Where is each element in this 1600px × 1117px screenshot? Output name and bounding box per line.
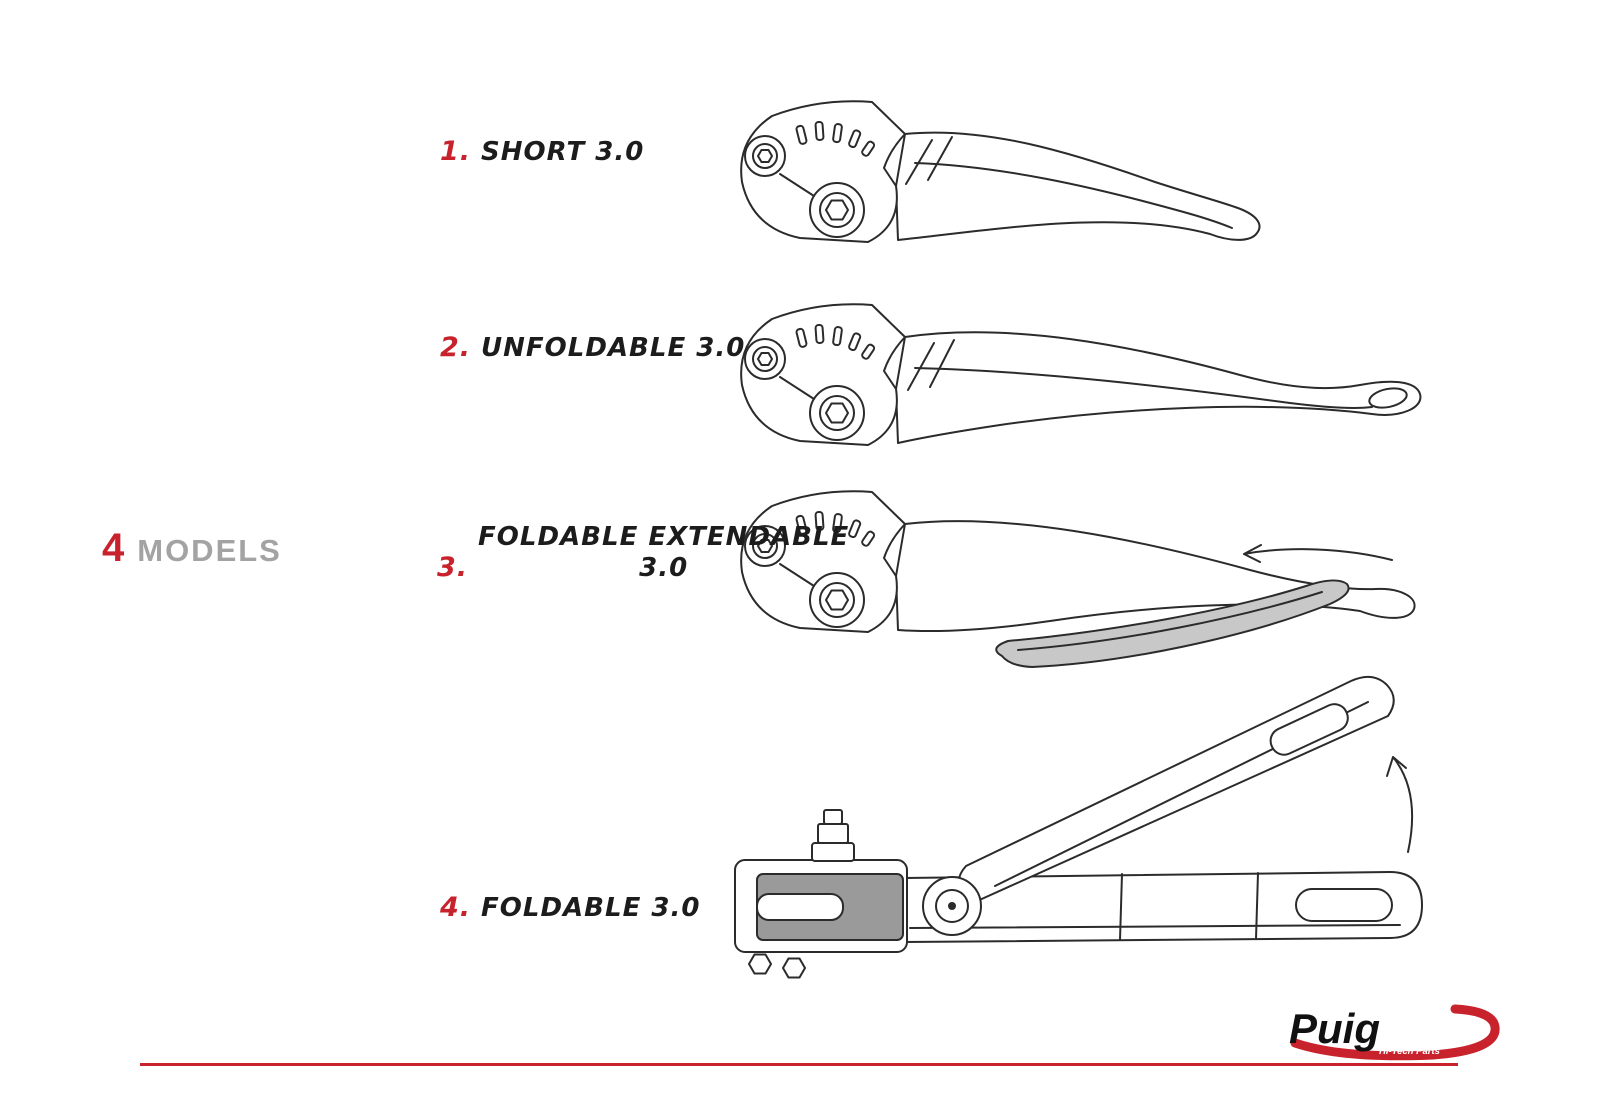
label-number: 4. (440, 892, 472, 923)
models-count: 4 (102, 526, 125, 570)
models-heading: 4 MODELS (102, 526, 282, 571)
clamp-slot (756, 893, 844, 921)
lever-arm (904, 871, 1423, 943)
arm-slot (1295, 888, 1393, 922)
blade-tip-roll (1368, 387, 1408, 409)
lever-foldable-extendable-drawing (740, 490, 1416, 668)
label-text: FOLDABLE 3.0 (481, 893, 701, 923)
extension-piece (995, 579, 1350, 668)
label-short: 1. SHORT 3.0 (440, 136, 644, 167)
label-text-line2: 3.0 (639, 553, 689, 583)
brand-name: Puig (1289, 1005, 1380, 1052)
lever-short-drawing (740, 100, 1261, 243)
label-number: 2. (440, 332, 472, 363)
footer-rule (140, 1063, 1458, 1066)
label-number: 1. (440, 136, 472, 167)
extend-arrow-icon (1243, 544, 1393, 563)
models-word: MODELS (137, 533, 282, 568)
label-foldable: 4. FOLDABLE 3.0 (440, 892, 700, 923)
puig-logo: Puig Hi-Tech Parts (1289, 1004, 1500, 1061)
logo-swoosh (1290, 1004, 1500, 1061)
label-text: UNFOLDABLE 3.0 (481, 333, 746, 363)
hex-bolt-icon (782, 957, 806, 979)
blade-slot (1269, 703, 1349, 756)
label-text: FOLDABLE EXTENDABLE (478, 522, 850, 552)
lever-blade (895, 331, 1422, 444)
lever-foldable-drawing (734, 675, 1423, 979)
lever-unfoldable-drawing (740, 303, 1422, 446)
top-bolt (811, 842, 855, 862)
label-unfoldable: 2. UNFOLDABLE 3.0 (440, 332, 745, 363)
label-text: SHORT 3.0 (481, 137, 645, 167)
brand-tagline: Hi-Tech Parts (1379, 1046, 1440, 1057)
fold-arrow-icon (1386, 756, 1414, 853)
lever-blade (895, 520, 1416, 632)
label-number: 3. (437, 552, 469, 583)
hex-bolt-icon (748, 953, 772, 975)
